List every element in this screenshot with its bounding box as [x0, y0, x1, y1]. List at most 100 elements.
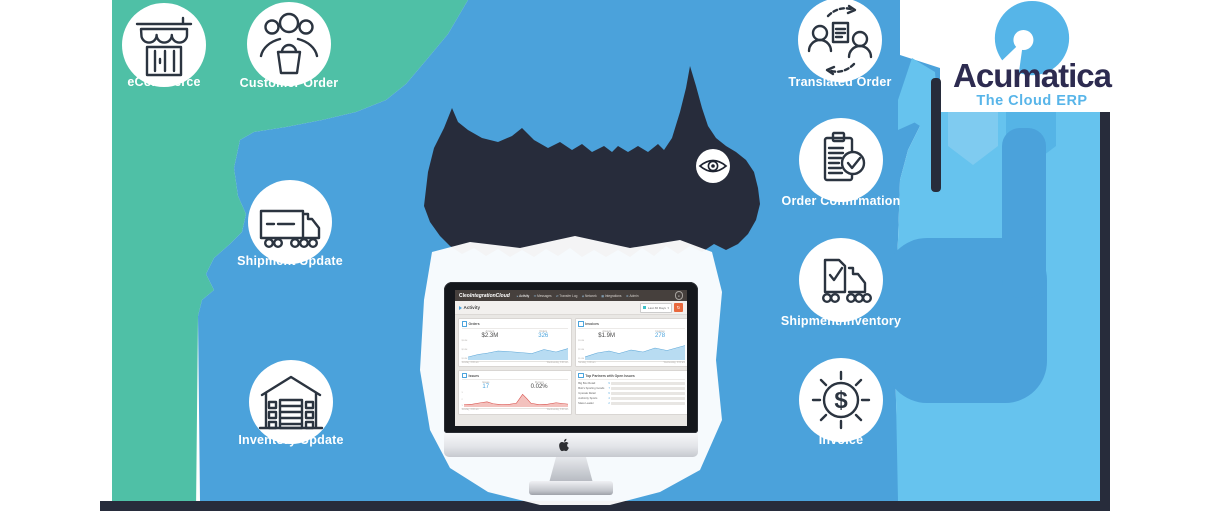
menu-item-admin[interactable]: ⚙Admin	[626, 293, 639, 298]
top-partners-card: Top Partners with Open Issues Big Box Re…	[574, 369, 687, 415]
integrations-icon: ▦	[601, 293, 605, 298]
issues-area-chart	[463, 394, 569, 408]
node-label-shipment-update: Shipment Update	[237, 254, 343, 268]
page-title: Activity	[459, 305, 480, 310]
orders-doc-icon	[461, 321, 467, 327]
monitor-stand-base	[529, 481, 613, 495]
node-label-translated-order: Translated Order	[788, 75, 892, 89]
storefront-icon	[135, 16, 193, 77]
menu-item-messages[interactable]: ✉Messages	[533, 293, 552, 298]
monitor-stand-neck	[549, 457, 593, 483]
user-avatar[interactable]: ●	[674, 291, 683, 300]
transfer-log-icon: ⇄	[556, 293, 559, 298]
issues-title: Issues	[468, 373, 480, 378]
issues-percent-label: Percent	[534, 381, 544, 385]
navy-logo-stub	[931, 78, 941, 192]
invoices-title: Invoices	[585, 321, 599, 326]
visibility-eye-icon	[696, 149, 730, 183]
customer-basket-icon	[259, 12, 319, 75]
calendar-swatch-icon	[643, 306, 647, 309]
network-icon: ◈	[581, 293, 585, 298]
invoices-count-value: 278	[655, 332, 666, 339]
dashboard-navbar: CleoIntegrationCloud ▸Activity ✉Messages…	[455, 290, 687, 301]
issues-count-value: 17	[482, 384, 490, 391]
clipboard-check-icon	[823, 131, 866, 182]
document-exchange-icon	[807, 4, 873, 76]
menu-item-integrations[interactable]: ▦Integrations	[601, 293, 622, 298]
partner-row: Upscale Retail 6	[578, 392, 686, 395]
invoices-amount-label: Amount	[602, 329, 611, 333]
node-order-confirmation	[799, 118, 883, 202]
cleo-logo-bold: Cleo	[459, 292, 470, 299]
navy-bottom-bar	[100, 501, 1110, 511]
svg-text:$: $	[834, 387, 848, 414]
orders-area-chart	[468, 348, 569, 361]
teal-flow-shape	[112, 0, 468, 511]
cleo-dashboard: CleoIntegrationCloud ▸Activity ✉Messages…	[455, 290, 687, 426]
partners-doc-icon	[578, 372, 584, 379]
node-label-order-confirmation: Order Confirmation	[781, 194, 901, 208]
orders-amount-value: $2.3M	[481, 332, 499, 339]
dark-cloud-silhouette	[424, 66, 760, 257]
orders-count-value: 326	[538, 332, 549, 339]
warehouse-icon	[258, 375, 324, 430]
monitor-chin	[444, 433, 698, 457]
light-blue-wedge	[898, 58, 938, 130]
menu-item-network[interactable]: ◈Network	[581, 293, 597, 298]
messages-icon: ✉	[533, 293, 537, 298]
dollar-sun-icon: $	[811, 370, 871, 430]
dashboard-menu: ▸Activity ✉Messages ⇄Transfer Log ◈Netwo…	[517, 294, 639, 298]
partners-title: Top Partners with Open Issues	[585, 373, 635, 378]
node-label-customer-order: Customer Order	[239, 76, 339, 90]
node-shipment-inventory	[799, 238, 883, 322]
acumatica-logo: Acumatica The Cloud ERP	[938, 0, 1126, 109]
node-label-inventory-update: Inventory Update	[238, 433, 344, 447]
partner-row: Bob's Sporting Goods 7	[578, 387, 686, 390]
acumatica-tagline: The Cloud ERP	[976, 93, 1088, 109]
node-ecommerce	[122, 3, 206, 87]
invoices-count-label: Invoices	[655, 329, 665, 333]
monitor-screen: CleoIntegrationCloud ▸Activity ✉Messages…	[455, 290, 687, 426]
dashboard-cards: Orders Amount $2.3M Orders 326 $3.0M$2.0…	[455, 315, 687, 418]
invoices-amount-value: $1.9M	[598, 332, 615, 339]
issues-percent-value: 0.02%	[530, 384, 548, 391]
node-invoice: $	[799, 358, 883, 442]
cleo-logo: CleoIntegrationCloud	[459, 293, 510, 299]
invoices-y-axis: $3.0M$2.0M$1.0M	[578, 340, 585, 361]
partner-row: Authority Sports 4	[578, 397, 686, 400]
orders-count-label: Orders	[539, 329, 548, 333]
node-label-ecommerce: eCommerce	[127, 75, 201, 89]
date-range-select[interactable]: Last 30 Days ▾	[640, 302, 672, 313]
down-chevron-1	[948, 112, 998, 165]
menu-item-transfer-log[interactable]: ⇄Transfer Log	[556, 293, 578, 298]
issues-doc-icon	[461, 372, 467, 379]
node-label-shipment-inventory: Shipment/Inventory	[780, 314, 902, 328]
cleo-logo-light: IntegrationCloud	[469, 292, 510, 299]
orders-amount-label: Amount	[485, 329, 495, 333]
truck-document-check-icon	[822, 258, 872, 304]
node-shipment-update	[248, 180, 332, 264]
activity-icon: ▸	[516, 293, 519, 298]
apple-logo-icon	[559, 438, 569, 452]
orders-card: Orders Amount $2.3M Orders 326 $3.0M$2.0…	[458, 318, 572, 367]
partner-row: Big Box Retail 9	[578, 382, 686, 385]
truck-icon	[259, 209, 321, 249]
invoices-area-chart	[585, 345, 686, 361]
dashboard-subheader: Activity Last 30 Days ▾ ↻	[455, 301, 687, 315]
acumatica-wordmark: Acumatica	[953, 57, 1112, 94]
issues-count-label: Issues	[482, 381, 490, 385]
node-translated-order	[798, 0, 882, 82]
orders-y-axis: $3.0M$2.0M$1.0M	[461, 340, 468, 361]
partner-row: Mass Leader 2	[578, 402, 686, 405]
navy-right-bar	[1100, 112, 1110, 511]
node-inventory-update	[249, 360, 333, 444]
refresh-button[interactable]: ↻	[674, 303, 683, 312]
menu-item-activity[interactable]: ▸Activity	[516, 293, 530, 298]
activity-play-icon	[459, 305, 462, 310]
